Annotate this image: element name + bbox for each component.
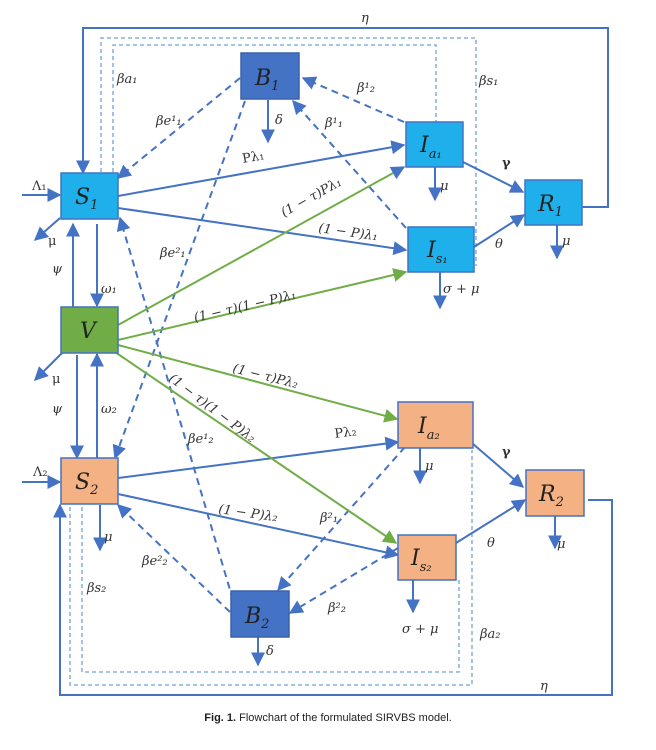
- label-beta-21: β¹₂: [356, 81, 375, 96]
- label-tau-oneminusP-lambda1: (1 − τ)(1 − P)λ₁: [193, 288, 298, 326]
- svg-text:V: V: [80, 319, 98, 344]
- caption-text: Flowchart of the formulated SIRVBS model…: [239, 712, 452, 724]
- label-tau-P-lambda2: (1 − τ)Pλ₂: [231, 361, 300, 392]
- label-delta-1: δ: [275, 113, 283, 128]
- node-R1[interactable]: R1: [524, 179, 583, 226]
- node-Is1[interactable]: Is₁: [407, 226, 475, 273]
- label-beta-e12: βe¹₂: [187, 432, 214, 447]
- label-sigma-mu-1: σ + μ: [443, 282, 479, 297]
- label-beta-e11: βe¹₁: [155, 114, 182, 129]
- caption-prefix: Fig. 1.: [204, 712, 237, 724]
- svg-text:Is₁: Is₁: [426, 238, 448, 267]
- svg-text:B2: B2: [244, 604, 269, 632]
- label-eta-top: η: [361, 11, 369, 26]
- node-R2[interactable]: R2: [525, 469, 585, 517]
- node-S1[interactable]: S1: [60, 172, 119, 220]
- label-Lambda1: Λ₁: [31, 179, 47, 194]
- svg-text:Is₂: Is₂: [410, 546, 432, 575]
- label-beta-a2: βa₂: [479, 627, 500, 642]
- blue-flows: [22, 100, 564, 667]
- label-beta-22: β²₂: [327, 601, 346, 616]
- label-mu-R1: μ: [562, 234, 570, 249]
- svg-text:S1: S1: [75, 185, 98, 213]
- label-psi-1: ψ: [52, 262, 63, 277]
- label-mu-S1: μ: [48, 234, 56, 249]
- node-Ia1[interactable]: Ia₁: [405, 121, 464, 168]
- node-B2[interactable]: B2: [230, 590, 290, 638]
- label-mu-S2: μ: [104, 530, 112, 545]
- beta-dashed-loops: [69, 37, 477, 686]
- node-S2[interactable]: S2: [60, 457, 119, 505]
- figure-caption: Fig. 1. Flowchart of the formulated SIRV…: [0, 712, 656, 724]
- label-beta-e22: βe²₂: [141, 554, 168, 569]
- svg-text:Ia₁: Ia₁: [419, 133, 442, 162]
- label-beta-a1: βa₁: [116, 72, 137, 87]
- eta-loop-top: [76, 27, 609, 208]
- label-beta-s2: βs₂: [86, 581, 106, 596]
- node-B1[interactable]: B1: [240, 52, 300, 100]
- label-theta-2: θ: [487, 536, 495, 551]
- label-beta-12: β²₁: [319, 511, 338, 526]
- label-P-lambda1: Pλ₁: [241, 148, 265, 167]
- eta-loop-bottom: [53, 499, 613, 696]
- svg-text:Ia₂: Ia₂: [417, 414, 440, 443]
- label-beta-e21: βe²₁: [159, 246, 186, 261]
- label-mu-Ia2: μ: [425, 459, 433, 474]
- node-Ia2[interactable]: Ia₂: [397, 401, 474, 449]
- label-omega-1: ω₁: [101, 282, 117, 297]
- label-theta-1: θ: [495, 237, 503, 252]
- svg-text:R2: R2: [538, 482, 564, 510]
- label-beta-s1: βs₁: [478, 74, 498, 89]
- label-P-lambda2: Pλ₂: [334, 424, 358, 442]
- node-V[interactable]: V: [60, 306, 119, 354]
- label-mu-V: μ: [52, 372, 60, 387]
- label-delta-2: δ: [266, 644, 274, 659]
- bacteria-dashed-arrows: [112, 76, 407, 614]
- label-mu-Ia1: μ: [440, 179, 448, 194]
- svg-text:R1: R1: [537, 192, 563, 220]
- svg-text:S2: S2: [75, 470, 98, 498]
- label-Lambda2: Λ₂: [32, 465, 48, 480]
- node-Is2[interactable]: Is₂: [397, 534, 457, 581]
- label-tau-P-lambda1: (1 − τ)Pλ₁: [279, 175, 345, 221]
- label-omega-2: ω₂: [101, 402, 117, 417]
- label-gamma-1: γ: [502, 156, 511, 171]
- label-beta-11: β¹₁: [324, 116, 343, 131]
- svg-text:B1: B1: [254, 66, 279, 94]
- label-sigma-mu-2: σ + μ: [402, 622, 438, 637]
- label-mu-R2: μ: [557, 537, 565, 552]
- label-gamma-2: γ: [502, 445, 511, 460]
- label-eta-bottom: η: [540, 679, 548, 694]
- green-flows: [114, 166, 408, 544]
- label-psi-2: ψ: [52, 402, 63, 417]
